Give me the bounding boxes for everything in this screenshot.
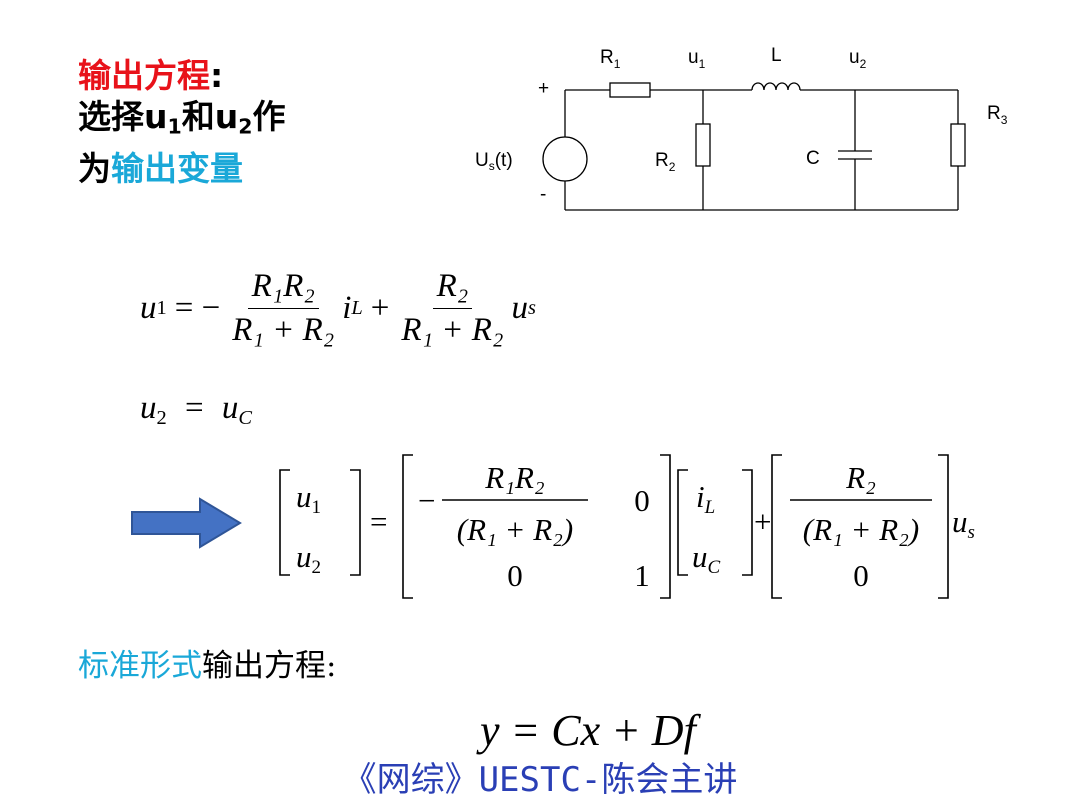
mat-minus: − xyxy=(418,483,435,518)
eq1-plus: + xyxy=(370,290,390,326)
mat-a12: 0 xyxy=(634,483,650,518)
label-c: C xyxy=(806,148,820,169)
standard-form-label: 标准形式 xyxy=(78,648,202,684)
mat-y2: u2 xyxy=(296,539,321,578)
label-l: L xyxy=(771,45,782,66)
mat-b-num: R₂ xyxy=(845,460,876,495)
header-and-text: 和 xyxy=(181,97,215,136)
bracket-d-right xyxy=(938,454,949,599)
header-u1-sub: 1 xyxy=(167,114,182,139)
mat-us: us xyxy=(952,504,975,543)
eq2-rhs-sub: C xyxy=(238,407,252,430)
eq2-rhs: u xyxy=(221,390,239,426)
eq1-f1-num: R₁R₂ xyxy=(247,268,319,309)
output-equation-title: 输出方程 xyxy=(78,56,210,95)
bracket-y-left xyxy=(279,469,290,576)
resistor-r2-icon xyxy=(695,123,711,167)
right-arrow-icon xyxy=(131,497,242,549)
inductor-l-icon xyxy=(751,82,801,91)
mat-b2: 0 xyxy=(853,558,869,593)
circuit-diagram: R1 u1 L u2 R3 + - Us(t) R2 C xyxy=(475,45,1008,211)
mat-plus: + xyxy=(754,504,771,539)
label-r2: R2 xyxy=(655,150,676,174)
mat-a21: 0 xyxy=(507,558,523,593)
label-u2: u2 xyxy=(849,47,867,71)
mat-x1: iL xyxy=(696,479,715,518)
eq1-f1-den: R₁ + R₂ xyxy=(232,312,335,348)
bracket-y-right xyxy=(350,469,361,576)
mat-b-den: (R₁ + R₂) xyxy=(803,512,920,547)
output-variable-label: 输出变量 xyxy=(111,148,243,188)
bracket-x-left xyxy=(677,469,688,576)
mat-a22: 1 xyxy=(634,558,650,593)
header-line-3: 为输出变量 xyxy=(78,148,285,189)
header-as-text: 作 xyxy=(252,97,286,136)
header-line-1: 输出方程: xyxy=(78,55,285,96)
header-select-text: 选择 xyxy=(78,97,144,136)
equation-u2: u2 = uC xyxy=(140,390,252,430)
eq1-iL: i xyxy=(342,290,352,326)
eq1-f2-num: R₂ xyxy=(432,268,473,309)
header-u2-sub: 2 xyxy=(238,114,253,139)
label-u1: u1 xyxy=(688,47,706,71)
mat-equals: = xyxy=(370,504,387,539)
standard-output-equation: y = Cx + Df xyxy=(480,706,696,755)
eq1-lhs: u xyxy=(140,290,157,326)
mat-y1: u1 xyxy=(296,479,321,518)
header-colon: : xyxy=(210,56,224,95)
label-us: Us(t) xyxy=(475,150,513,173)
eq1-us: u xyxy=(511,290,528,326)
bracket-c-left xyxy=(402,454,413,599)
mat-a-num: R₁R₂ xyxy=(484,460,545,495)
header-line-2: 选择u1和u2作 xyxy=(78,96,285,148)
matrix-equation: u1 u2 = − R₁R₂ (R₁ + R₂) 0 0 1 iL uC + R… xyxy=(279,454,975,599)
eq1-equals-minus: = − xyxy=(174,290,221,326)
mat-a-den: (R₁ + R₂) xyxy=(457,512,574,547)
footer-credit: 《网综》UESTC-陈会主讲 xyxy=(342,760,738,800)
eq2-equals: = xyxy=(184,390,204,426)
bracket-d-left xyxy=(771,454,782,599)
eq2-lhs-sub: 2 xyxy=(156,407,167,430)
standard-form-heading: 标准形式输出方程: xyxy=(78,640,336,685)
eq2-lhs: u xyxy=(140,390,157,426)
bracket-x-right xyxy=(742,469,753,576)
mat-x2: uC xyxy=(692,539,721,578)
label-plus: + xyxy=(538,78,549,99)
label-minus: - xyxy=(540,184,546,205)
eq1-f2-den: R₁ + R₂ xyxy=(401,312,504,348)
output-equation-label: 输出方程: xyxy=(202,648,337,684)
header-for-text: 为 xyxy=(78,148,111,188)
resistor-r1-icon xyxy=(609,82,651,98)
label-r1: R1 xyxy=(600,47,621,71)
bracket-c-right xyxy=(660,454,671,599)
header-block: 输出方程: 选择u1和u2作 为输出变量 xyxy=(78,55,285,189)
eq1-iL-sub: L xyxy=(351,297,363,319)
label-r3: R3 xyxy=(987,103,1008,127)
eq1-lhs-sub: 1 xyxy=(156,297,167,319)
resistor-r3-icon xyxy=(950,123,966,167)
header-u1: u xyxy=(144,97,168,136)
header-u2: u xyxy=(214,97,239,136)
voltage-source-icon xyxy=(542,136,588,182)
eq1-us-sub: s xyxy=(527,297,536,319)
